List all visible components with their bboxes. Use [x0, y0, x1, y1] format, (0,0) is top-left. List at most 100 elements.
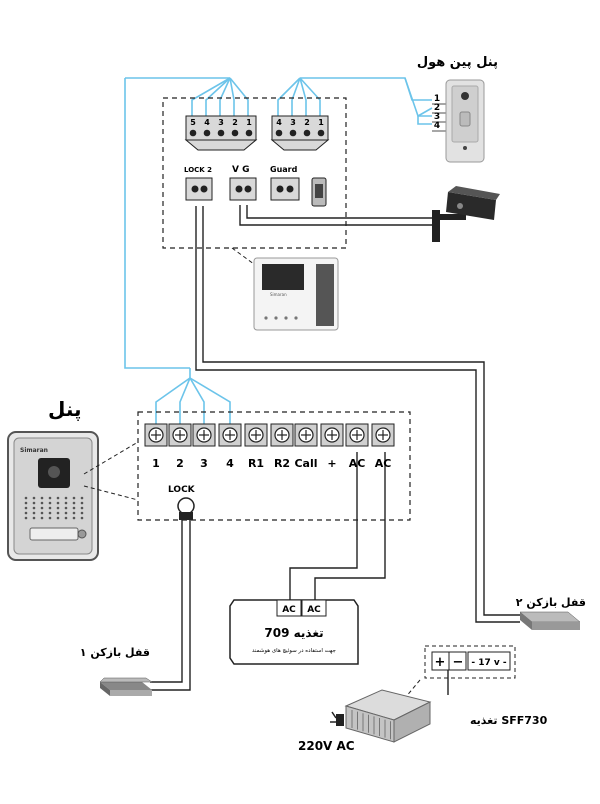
terminal-label: 2: [232, 118, 238, 127]
speaker-hole: [40, 516, 44, 520]
terminal-label: 2: [176, 457, 184, 470]
vg-label: V G: [232, 165, 250, 175]
lock-label: LOCK: [168, 485, 196, 495]
sff730-dashed-box: [424, 645, 516, 679]
terminal-label: 2: [304, 118, 310, 127]
indoor-monitor: Simaran: [253, 257, 339, 331]
speaker-hole: [72, 496, 76, 500]
speaker-hole: [40, 506, 44, 510]
speaker-hole: [64, 501, 68, 505]
power-709-note: جهت استفاده در سوئیچ های هوشمند: [252, 648, 336, 654]
speaker-hole: [40, 501, 44, 505]
speaker-hole: [72, 511, 76, 515]
speaker-hole: [32, 506, 36, 510]
terminal-screw: [217, 129, 225, 137]
power-709-ac-right: AC: [307, 605, 321, 615]
speaker-hole: [80, 516, 84, 520]
lock1-label: قفل بازکن ۱: [80, 646, 150, 659]
lock2-device-label: قفل بازکن ۲: [516, 596, 586, 609]
pinhole-panel-title: پنل پین هول: [417, 55, 498, 70]
plug-icon: [330, 711, 344, 726]
speaker-hole: [80, 511, 84, 515]
speaker-hole: [40, 496, 44, 500]
blue-wires: [124, 77, 433, 424]
sff730-link: [404, 679, 421, 699]
lock2-terminal: [185, 177, 213, 201]
terminal-screw: [245, 129, 253, 137]
speaker-hole: [56, 506, 60, 510]
speaker-hole: [64, 506, 68, 510]
terminal-screw: [317, 129, 325, 137]
speaker-hole: [64, 496, 68, 500]
guard-label: Guard: [270, 165, 298, 174]
sff730-minus: −: [453, 655, 464, 670]
terminal-label: R2: [274, 457, 290, 470]
terminal-label: R1: [248, 457, 264, 470]
speaker-hole: [24, 516, 28, 520]
speaker-hole: [48, 501, 52, 505]
speaker-hole: [48, 496, 52, 500]
terminal-screw: [231, 129, 239, 137]
terminal-label: 3: [200, 457, 208, 470]
speaker-hole: [80, 496, 84, 500]
main-panel-device: Simaran: [7, 431, 99, 561]
speaker-hole: [56, 516, 60, 520]
lock2-device: [519, 611, 581, 630]
terminal-screw: [289, 129, 297, 137]
terminal-label: 1: [246, 118, 252, 127]
black-wires: [150, 205, 520, 695]
terminal-screw: [303, 129, 311, 137]
sff730-terminal: + − - 17 v -: [431, 651, 511, 671]
sff730-plus: +: [435, 655, 446, 670]
guard-switch: [311, 177, 327, 207]
terminal-label: 4: [226, 457, 234, 470]
sff730-title: تغذیه SFF730: [470, 714, 548, 727]
speaker-hole: [56, 511, 60, 515]
speaker-hole: [56, 496, 60, 500]
sff730-input: 220V AC: [298, 739, 355, 753]
speaker-hole: [64, 511, 68, 515]
monitor-brand: Simaran: [270, 292, 287, 297]
speaker-hole: [48, 516, 52, 520]
speaker-hole: [24, 511, 28, 515]
power-709-ac-left: AC: [282, 605, 296, 615]
speaker-hole: [48, 511, 52, 515]
main-panel-brand: Simaran: [20, 447, 48, 454]
camera-icon: [432, 186, 500, 242]
pinhole-pin-label: 1: [434, 94, 440, 104]
terminal-label: AC: [375, 457, 392, 470]
speaker-hole: [72, 516, 76, 520]
lock1-device: [99, 677, 153, 696]
top-block-border: [162, 97, 347, 249]
sff730-device: [344, 689, 432, 743]
pinhole-pin-label: 2: [434, 103, 440, 113]
speaker-hole: [48, 506, 52, 510]
speaker-hole: [72, 506, 76, 510]
main-panel-title: پنل: [48, 397, 82, 422]
speaker-hole: [32, 516, 36, 520]
speaker-hole: [24, 506, 28, 510]
sff730-voltage: - 17 v -: [471, 658, 507, 668]
bottom-block-border: [137, 411, 411, 521]
speaker-hole: [24, 496, 28, 500]
pinhole-panel-device: [445, 79, 485, 163]
speaker-hole: [56, 501, 60, 505]
speaker-hole: [24, 501, 28, 505]
lock2-label: LOCK 2: [184, 166, 212, 174]
power-709-box: AC AC تغذیه 709 جهت استفاده در سوئیچ های…: [229, 599, 359, 665]
terminal-screw: [189, 129, 197, 137]
pinhole-pin-label: 3: [434, 112, 440, 122]
power-709-title: تغذیه 709: [264, 626, 323, 640]
main-panel-link: [83, 441, 139, 501]
vg-terminal: [229, 177, 257, 201]
terminal-label: +: [327, 457, 336, 470]
lock-diode-icon: [177, 497, 195, 520]
guard-terminal: [270, 177, 300, 201]
terminal-label: 4: [276, 118, 282, 127]
terminal-screw: [203, 129, 211, 137]
speaker-hole: [32, 496, 36, 500]
